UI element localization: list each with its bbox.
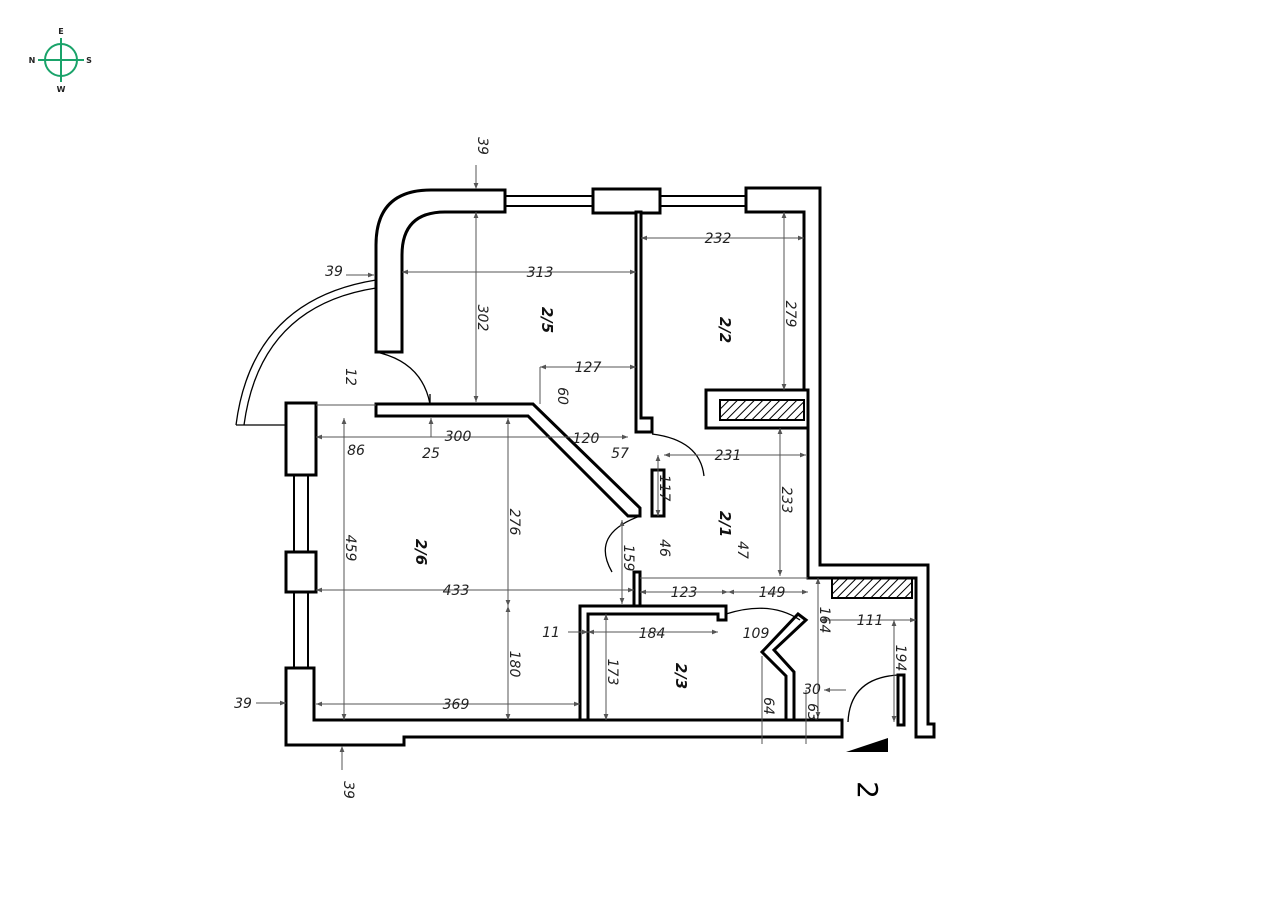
dim-302: 302 [474,305,490,332]
door-entrance [847,674,899,723]
room-2-6-label: 2/6 [412,539,430,565]
dim-117: 117 [656,475,672,502]
compass-west-label: W [57,85,66,94]
dim-233: 233 [778,487,794,514]
wall-pier-left-top [284,401,318,477]
dim-11: 11 [542,625,560,641]
dim-369: 369 [443,697,470,713]
dimension-labels: 39 39 313 302 232 279 127 60 12 86 25 30… [234,137,908,799]
door-2-6 [604,515,641,573]
dim-173: 173 [604,659,620,686]
dim-180: 180 [506,651,522,678]
dim-127: 127 [575,360,602,376]
dim-30: 30 [803,682,821,698]
room-2-1-label: 2/1 [716,511,734,537]
dim-279: 279 [782,301,798,328]
room-2-2-label: 2/2 [716,317,734,343]
dimension-lines [256,165,916,770]
dim-47: 47 [734,541,750,559]
dim-120: 120 [573,431,600,447]
ventilation-shaft-upper [719,399,805,421]
dim-39-left: 39 [325,264,343,280]
dim-164: 164 [816,607,832,634]
compass-rose-icon: E W N S [29,27,92,94]
wall-pier-top-middle [591,187,662,215]
balcony-arc-inner [243,287,377,426]
wall-right-outer [744,186,936,739]
dim-149: 149 [759,585,786,601]
dim-300: 300 [445,429,472,445]
dim-459: 459 [342,535,358,562]
dim-159: 159 [620,545,636,572]
wall-2-3 [578,604,728,722]
door-2-3 [725,607,801,621]
room-2-3-label: 2/3 [672,663,690,689]
entrance-arrow-icon [846,738,888,752]
dim-433: 433 [443,583,470,599]
wall-entrance-stub [896,673,906,727]
wall-2-5-2-2 [634,210,654,434]
dim-111: 111 [857,613,884,629]
wall-zigzag [759,611,809,722]
dim-64: 64 [760,697,776,715]
curved-wall [374,188,507,354]
dim-86: 86 [347,443,365,459]
dim-109: 109 [743,626,770,642]
room-2-5-label: 2/5 [538,307,556,333]
dim-123: 123 [671,585,698,601]
compass-south-label: S [86,56,92,65]
dim-313: 313 [527,265,554,281]
dim-57: 57 [611,446,629,462]
walls [235,186,936,747]
dim-232: 232 [705,231,732,247]
dim-231: 231 [715,448,742,464]
dim-25: 25 [422,446,440,462]
ventilation-shaft-lower [831,577,913,599]
dim-12: 12 [342,368,358,386]
compass-east-label: E [58,27,63,36]
doors [375,351,899,723]
dim-63: 63 [804,703,820,721]
balcony-arc [235,279,377,426]
dim-39-top: 39 [474,137,490,155]
dim-276: 276 [506,509,522,536]
door-2-1 [651,433,705,477]
dim-194: 194 [892,645,908,672]
room-labels: 2/5 2/2 2/6 2/1 2/3 [412,307,734,689]
compass-north-label: N [29,56,36,65]
dim-60: 60 [554,387,570,405]
wall-bottom [284,666,844,747]
wall-2-5-2-6 [374,402,642,518]
dim-46: 46 [656,539,672,557]
wall-post-2-6-2-1 [632,570,642,608]
entrance-number: 2 [851,781,884,799]
dim-184: 184 [639,626,666,642]
dim-39-bl: 39 [234,696,252,712]
dim-39-bottom: 39 [340,781,356,799]
door-2-5 [375,351,431,405]
wall-pier-left-middle [284,550,318,594]
entrance-marker: 2 [846,738,888,799]
